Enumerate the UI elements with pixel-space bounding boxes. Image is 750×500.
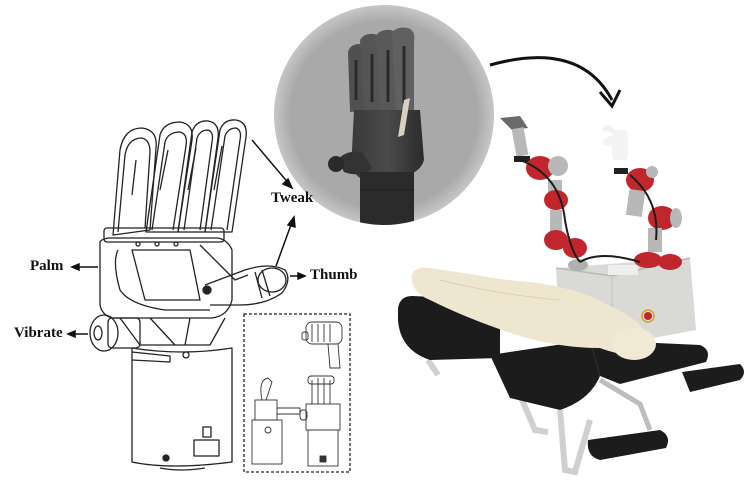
label-vibrate: Vibrate — [14, 325, 63, 341]
label-palm: Palm — [30, 258, 64, 274]
robot-system-photo — [398, 116, 744, 476]
curved-arrow — [489, 56, 614, 101]
hand-photo-inset — [274, 5, 494, 225]
label-thumb: Thumb — [310, 267, 358, 283]
inset-views-box — [243, 313, 351, 473]
label-tweak: Tweak — [271, 190, 314, 206]
